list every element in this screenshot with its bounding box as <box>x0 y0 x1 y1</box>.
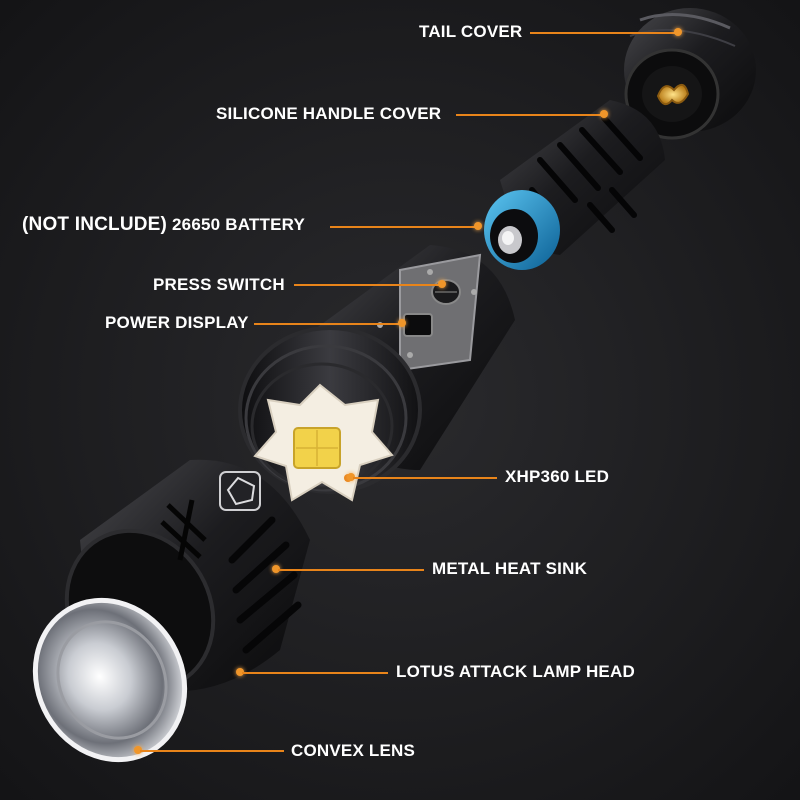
label-convex-lens: CONVEX LENS <box>291 741 416 760</box>
label-silicone-handle-cover: SILICONE HANDLE COVER <box>216 104 442 123</box>
battery-not-included-note: (NOT INCLUDE) <box>22 214 168 235</box>
marker-dot-heat-sink <box>272 565 280 573</box>
leader-line-led <box>353 477 497 479</box>
label-tail-cover: TAIL COVER <box>419 22 523 41</box>
leader-line-heat-sink <box>278 569 424 571</box>
marker-dot-power-display <box>398 319 406 327</box>
leader-line-tail-cover <box>530 32 676 34</box>
label-battery: (NOT INCLUDE) 26650 BATTERY <box>22 215 305 235</box>
label-power-display: POWER DISPLAY <box>105 313 249 332</box>
marker-dot-silicone-handle-cover <box>600 110 608 118</box>
marker-dot-convex-lens <box>134 746 142 754</box>
leader-line-battery <box>330 226 476 228</box>
tail-cover-part <box>624 8 756 140</box>
led-part <box>253 383 394 502</box>
marker-dot-tail-cover <box>674 28 682 36</box>
marker-dot-lamp-head <box>236 668 244 676</box>
label-press-switch: PRESS SWITCH <box>153 275 285 294</box>
battery-part <box>484 190 560 270</box>
leader-line-power-display <box>254 323 400 325</box>
marker-dot-led <box>347 473 355 481</box>
battery-name: 26650 BATTERY <box>172 215 306 234</box>
label-heat-sink: METAL HEAT SINK <box>432 559 588 578</box>
label-led: XHP360 LED <box>505 467 610 486</box>
leader-line-convex-lens <box>140 750 284 752</box>
marker-dot-press-switch <box>438 280 446 288</box>
marker-dot-battery <box>474 222 482 230</box>
leader-line-silicone-handle-cover <box>456 114 602 116</box>
label-lamp-head: LOTUS ATTACK LAMP HEAD <box>396 662 635 681</box>
leader-line-lamp-head <box>242 672 388 674</box>
leader-line-press-switch <box>294 284 440 286</box>
